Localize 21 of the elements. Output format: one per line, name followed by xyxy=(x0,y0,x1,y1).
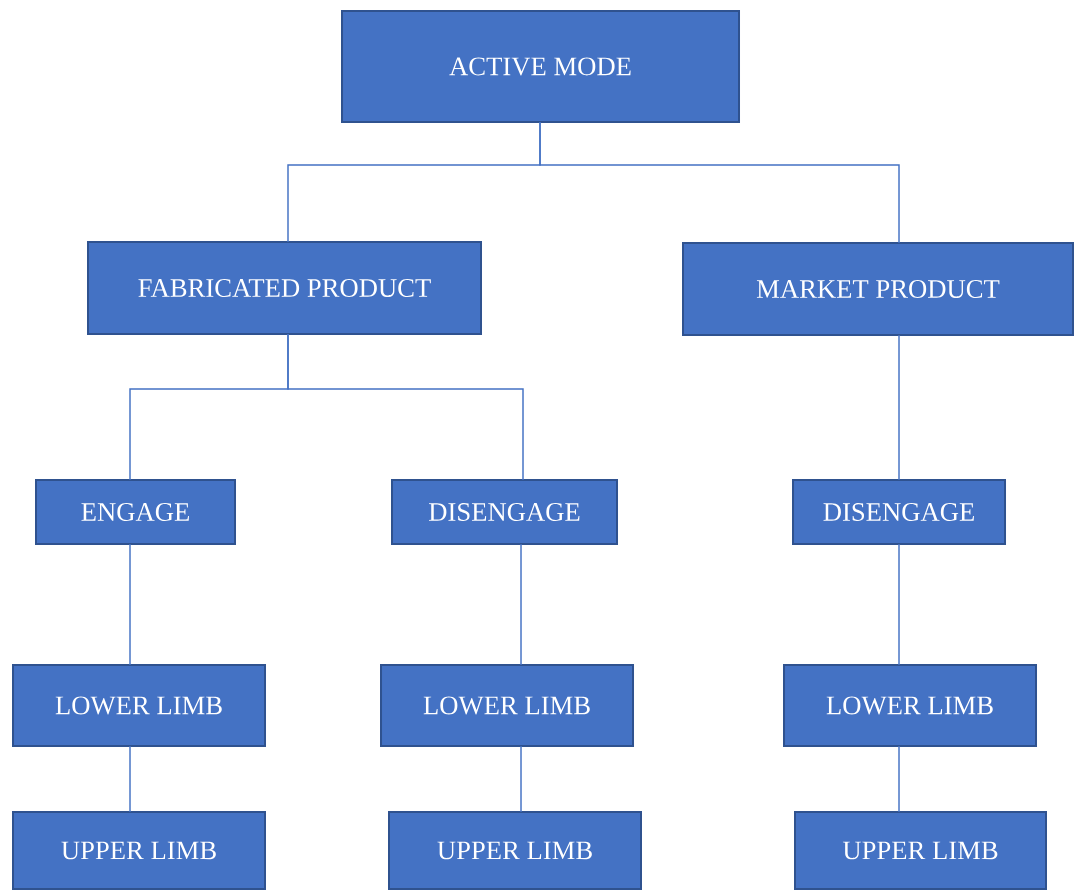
process-box: FABRICATED PRODUCT xyxy=(87,241,482,335)
connector-line xyxy=(539,121,900,244)
process-box: UPPER LIMB xyxy=(388,811,642,890)
process-box: LOWER LIMB xyxy=(380,664,634,747)
connector-line xyxy=(898,543,900,666)
process-box: MARKET PRODUCT xyxy=(682,242,1074,336)
process-box: DISENGAGE xyxy=(391,479,618,545)
process-box: UPPER LIMB xyxy=(794,811,1047,890)
connector-line xyxy=(129,543,131,666)
connector-line xyxy=(129,745,131,813)
connector-line xyxy=(520,745,522,813)
connector-line xyxy=(520,543,522,666)
process-box: ENGAGE xyxy=(35,479,236,545)
connector-line xyxy=(898,334,900,481)
process-box: ACTIVE MODE xyxy=(341,10,740,123)
process-box: LOWER LIMB xyxy=(12,664,266,747)
connector-line xyxy=(898,745,900,813)
process-box: UPPER LIMB xyxy=(12,811,266,890)
process-box: LOWER LIMB xyxy=(783,664,1037,747)
process-box: DISENGAGE xyxy=(792,479,1006,545)
connector-line xyxy=(287,333,524,481)
